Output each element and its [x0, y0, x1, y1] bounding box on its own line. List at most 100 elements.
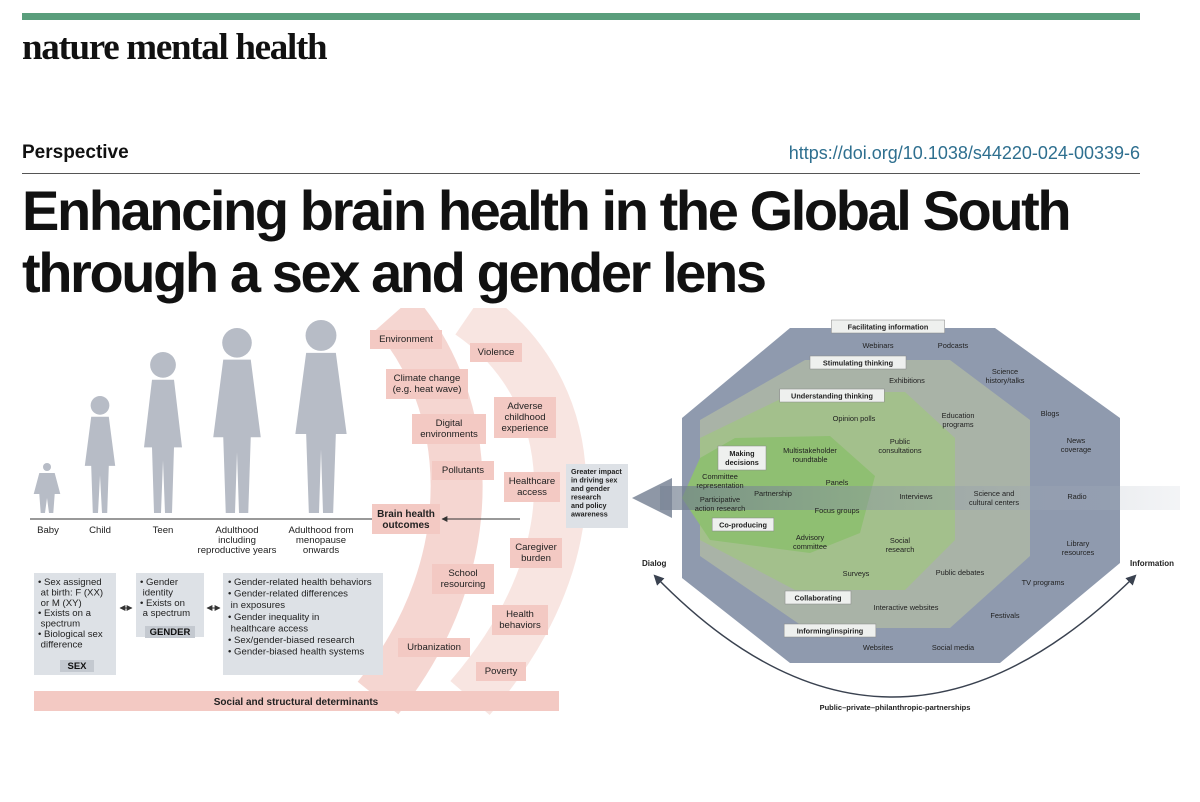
- determinant-box-bg: [476, 662, 526, 681]
- text-line: healthcare access: [228, 623, 308, 634]
- text-line: • Sex assigned: [38, 577, 102, 588]
- header-rule: [22, 173, 1140, 174]
- determinant-box: Violence: [470, 343, 522, 362]
- text-line: coverage: [1061, 445, 1091, 454]
- text-line: Violence: [478, 347, 515, 358]
- layer-label-bg: [711, 517, 775, 532]
- text-line: Child: [89, 525, 111, 536]
- text-line: Library: [1067, 539, 1090, 548]
- determinant-box-bg: [432, 564, 494, 594]
- text-line: Urbanization: [407, 642, 461, 653]
- layer-label: Collaborating: [784, 590, 852, 605]
- dialog-label: Dialog: [642, 559, 667, 568]
- text-line: • Gender-biased health systems: [228, 647, 364, 658]
- text-line: Science: [992, 367, 1018, 376]
- engagement-item: Radio: [1067, 492, 1086, 501]
- silhouette-body: [33, 473, 61, 513]
- person-silhouette: [33, 463, 61, 513]
- layer-label-bg: [784, 590, 852, 605]
- determinant-box-label: Poverty: [485, 666, 518, 677]
- doi-link[interactable]: https://doi.org/10.1038/s44220-024-00339…: [788, 143, 1140, 163]
- text-line: Surveys: [843, 569, 870, 578]
- text-line: menopause: [296, 535, 346, 546]
- engagement-item: Podcasts: [938, 341, 969, 350]
- text-line: committee: [793, 542, 827, 551]
- text-line: childhood: [504, 412, 545, 423]
- text-line: • Exists on: [140, 598, 185, 609]
- determinant-box-label: Pollutants: [442, 465, 484, 476]
- layer-label-bg: [717, 445, 767, 471]
- impact-arrowhead: [632, 478, 672, 518]
- sex-box-text: • Sex assigned at birth: F (XX) or M (XY…: [38, 577, 103, 650]
- layer-label: Understanding thinking: [779, 388, 885, 403]
- layer-label-text: Collaborating: [794, 594, 841, 603]
- determinant-box-bg: [494, 397, 556, 438]
- text-line: Education: [942, 411, 975, 420]
- layer-label-text: Informing/inspiring: [797, 627, 863, 636]
- engagement-item: Public debates: [936, 568, 985, 577]
- silhouette-body: [144, 379, 182, 513]
- text-line: Adulthood: [215, 525, 258, 536]
- text-line: awareness: [571, 510, 608, 519]
- text-line: and gender: [571, 484, 610, 493]
- brain-health-outcomes-box: [372, 504, 440, 534]
- text-line: Climate change: [394, 373, 461, 384]
- silhouette-head: [150, 352, 176, 378]
- text-line: Webinars: [862, 341, 893, 350]
- social-structural-label: Social and structural determinants: [214, 697, 379, 708]
- sex-label: SEX: [67, 661, 87, 672]
- text-line: Social: [890, 536, 910, 545]
- text-line: resources: [1062, 548, 1095, 557]
- determinant-box: Poverty: [476, 662, 526, 681]
- text-line: Greater impact: [571, 467, 622, 476]
- text-line: a spectrum: [140, 608, 190, 619]
- text-line: including: [218, 535, 256, 546]
- text-line: behaviors: [499, 620, 541, 631]
- text-line: or M (XY): [38, 598, 82, 609]
- text-line: difference: [38, 639, 83, 650]
- gender-label-box: [145, 626, 195, 638]
- text-line: cultural centers: [969, 498, 1019, 507]
- text-line: in driving sex: [571, 476, 617, 485]
- text-line: School: [448, 568, 477, 579]
- life-stage-silhouettes: [33, 320, 347, 513]
- text-line: and policy: [571, 501, 607, 510]
- text-line: Environment: [379, 334, 433, 345]
- layer-label-bg: [783, 623, 877, 638]
- journal-name: nature mental health: [22, 27, 328, 68]
- text-line: Exhibitions: [889, 376, 925, 385]
- determinant-box-bg: [370, 330, 442, 349]
- text-line: Caregiver: [515, 542, 557, 553]
- text-line: action research: [695, 504, 746, 513]
- text-line: • Gender: [140, 577, 179, 588]
- silhouette-head: [90, 396, 110, 415]
- text-line: access: [517, 487, 547, 498]
- life-stage-label: Child: [89, 525, 111, 536]
- engagement-item: Interviews: [899, 492, 933, 501]
- determinant-box-label: Urbanization: [407, 642, 461, 653]
- text-line: onwards: [303, 545, 339, 556]
- article-type: Perspective: [22, 142, 129, 163]
- text-line: experience: [502, 423, 549, 434]
- engagement-item: Surveys: [843, 569, 870, 578]
- text-line: Brain health: [377, 509, 435, 520]
- layer-label: Facilitating information: [831, 319, 945, 334]
